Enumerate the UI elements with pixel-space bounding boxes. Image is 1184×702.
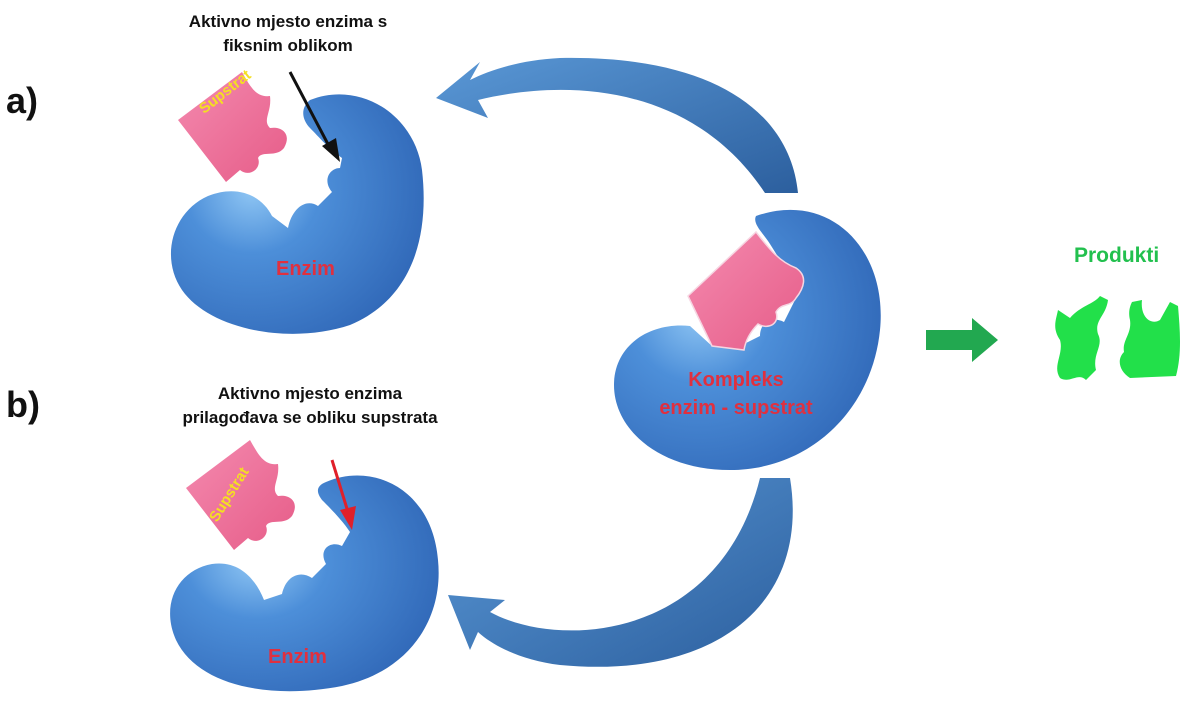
pointer-arrow-b [330, 459, 350, 513]
enzyme-complex-shape [614, 209, 881, 470]
substrate-a-shape [178, 72, 287, 182]
enzyme-a-shape [170, 94, 424, 334]
complex-label: Kompleks enzim - supstrat [652, 366, 820, 422]
note-a: Aktivno mjesto enzima s fiksnim oblikom [168, 10, 408, 58]
complex-label-line1: Kompleks [688, 369, 784, 391]
pointer-arrow-a-head [322, 138, 340, 162]
note-a-line1: Aktivno mjesto enzima s [188, 12, 388, 31]
note-b-line1: Aktivno mjesto enzima [217, 384, 403, 403]
note-a-line2: fiksnim oblikom [223, 36, 353, 55]
pointer-arrow-a [288, 71, 332, 149]
pointer-arrow-b-head [340, 506, 356, 530]
part-a-label: a) [6, 80, 39, 121]
enzyme-b-label: Enzim [268, 646, 327, 668]
note-b: Aktivno mjesto enzima prilagođava se obl… [160, 382, 460, 430]
forward-arrow [926, 318, 998, 362]
complex-label-line2: enzim - supstrat [659, 397, 813, 419]
substrate-complex-shape [687, 230, 805, 351]
products-label: Produkti [1074, 244, 1160, 267]
note-b-line2: prilagođava se obliku supstrata [182, 408, 438, 427]
enzyme-a-label: Enzim [276, 258, 335, 280]
part-b-label: b) [6, 384, 40, 425]
curved-arrow-top [436, 57, 798, 193]
product-left [1055, 296, 1108, 380]
enzyme-b-shape [170, 475, 439, 692]
curved-arrow-bottom [448, 478, 793, 667]
substrate-b-shape [186, 440, 295, 550]
product-right [1119, 300, 1180, 378]
